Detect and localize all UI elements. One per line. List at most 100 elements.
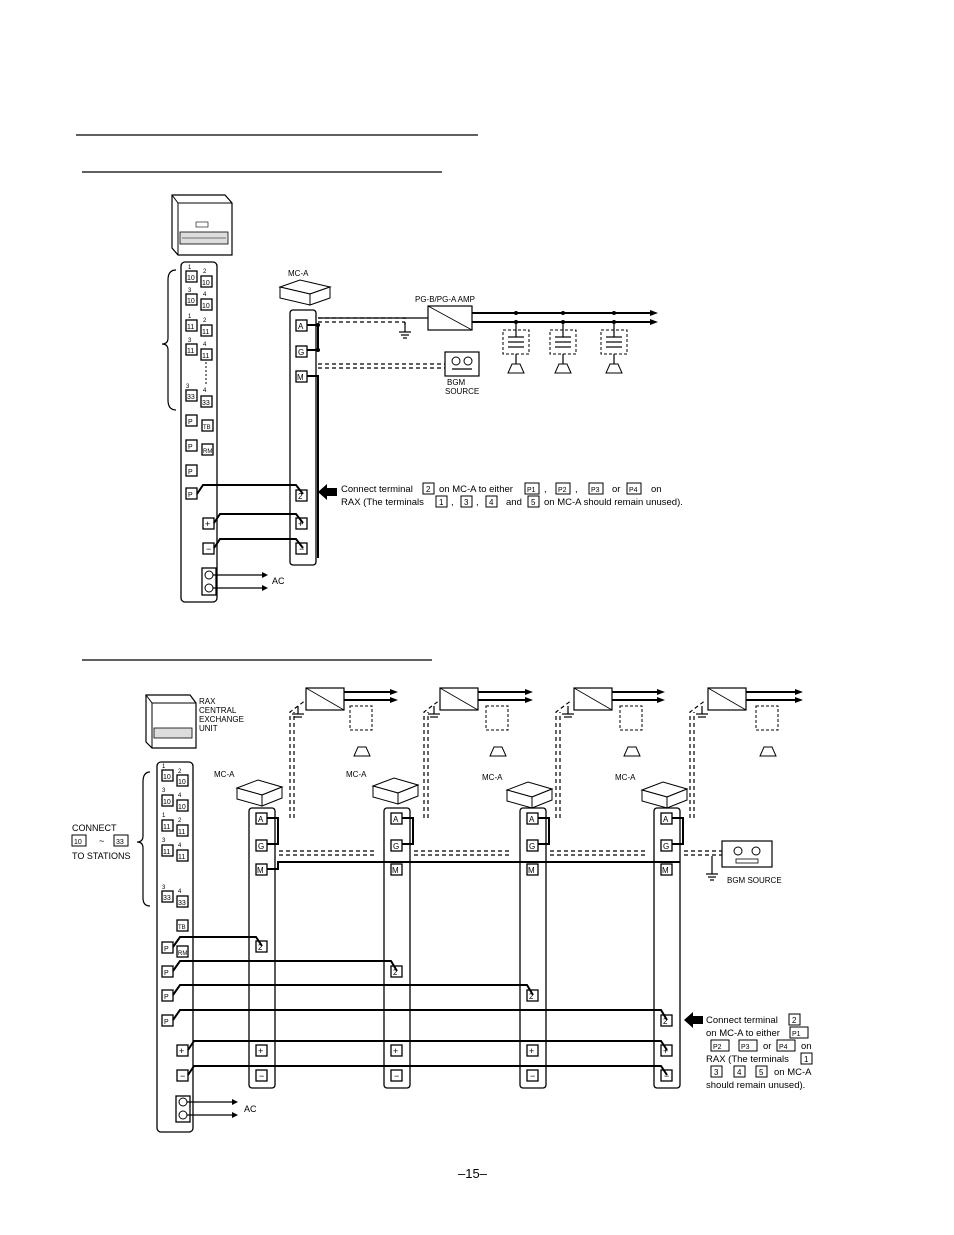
- svg-text:P1: P1: [792, 1031, 801, 1038]
- svg-text:on: on: [651, 484, 662, 495]
- svg-text:MC-A: MC-A: [615, 773, 636, 782]
- svg-text:TB: TB: [203, 425, 211, 431]
- svg-text:A: A: [298, 322, 304, 331]
- connect-from: 10: [74, 839, 82, 846]
- terminal-tb: [201, 419, 214, 432]
- ac-terminal-1: [204, 570, 214, 580]
- rax-terminal-panel-2: [156, 761, 194, 1133]
- note-2: Connect terminal 2 on MC-A to either P1 …: [706, 1013, 813, 1091]
- rax-unit-illustration: [171, 194, 233, 256]
- svg-text:−: −: [664, 1071, 669, 1081]
- rax-label-line-1: RAX: [199, 697, 216, 706]
- svg-text:P: P: [164, 1019, 169, 1026]
- svg-text:33: 33: [163, 895, 171, 902]
- svg-text:should remain unused).: should remain unused).: [706, 1080, 805, 1091]
- svg-text:A: A: [663, 815, 669, 824]
- rax-station-terminals: 110 210 310 410 111 211 311 411 333 433: [185, 265, 213, 408]
- svg-text:+: +: [179, 1046, 184, 1056]
- ac-label-2: AC: [244, 1104, 257, 1114]
- svg-text:33: 33: [178, 900, 186, 907]
- svg-text:−: −: [299, 544, 304, 554]
- svg-text:G: G: [393, 842, 399, 851]
- svg-text:A: A: [529, 815, 535, 824]
- svg-text:5: 5: [531, 498, 536, 507]
- mc-a-column-1: MC-A A G M 2 + −: [214, 699, 375, 1089]
- svg-text:M: M: [297, 373, 304, 382]
- svg-text:1: 1: [188, 265, 192, 271]
- svg-text:P: P: [188, 492, 193, 499]
- amp-row: [292, 687, 803, 757]
- svg-text:M: M: [662, 866, 669, 875]
- svg-text:Connect terminal: Connect terminal: [706, 1015, 778, 1026]
- wire-p4: [172, 1009, 668, 1021]
- svg-text:2: 2: [529, 992, 534, 1001]
- rax-label-line-4: UNIT: [199, 724, 218, 733]
- svg-text:A: A: [393, 815, 399, 824]
- note-1: Connect terminal 2 on MC-A to either P1 …: [341, 482, 683, 508]
- svg-text:3: 3: [162, 885, 166, 891]
- svg-text:3: 3: [464, 498, 469, 507]
- diagram-1: 110 210 310 410 111 211 311 411 333 433 …: [161, 194, 683, 603]
- svg-text:10: 10: [187, 275, 195, 282]
- svg-text:4: 4: [203, 292, 207, 298]
- terminal-p3-2: [161, 989, 174, 1002]
- mc-terminal-minus: [295, 542, 308, 555]
- svg-text:11: 11: [163, 824, 170, 831]
- mc-terminal-g: [295, 345, 308, 358]
- svg-text:1: 1: [188, 314, 192, 320]
- svg-text:10: 10: [178, 779, 186, 786]
- mc-terminal-plus: [295, 517, 308, 530]
- note-arrow-2: [684, 1012, 703, 1028]
- svg-text:−: −: [206, 544, 211, 554]
- wire-minus: [213, 538, 304, 549]
- svg-text:,: ,: [476, 497, 479, 508]
- svg-text:11: 11: [187, 348, 194, 355]
- svg-text:on: on: [801, 1041, 812, 1052]
- ac-terminal-2: [204, 583, 214, 593]
- wire-plus-2: [187, 1040, 668, 1051]
- svg-text:P: P: [164, 994, 169, 1001]
- note-arrow-1: [318, 484, 337, 500]
- svg-text:RAX (The terminals: RAX (The terminals: [341, 497, 424, 508]
- svg-text:TB: TB: [178, 925, 186, 931]
- bgm-label-2: BGM SOURCE: [727, 876, 782, 885]
- svg-text:+: +: [529, 1046, 534, 1056]
- svg-text:+: +: [393, 1046, 398, 1056]
- speaker-3: [600, 311, 628, 374]
- mc-a-terminal-panel-1: [289, 309, 317, 566]
- svg-text:11: 11: [178, 854, 185, 861]
- svg-text:11: 11: [178, 829, 185, 836]
- svg-text:10: 10: [178, 804, 186, 811]
- terminal-p2-2: [161, 965, 174, 978]
- svg-text:33: 33: [187, 394, 195, 401]
- svg-text:−: −: [394, 1071, 399, 1081]
- svg-text:3: 3: [162, 838, 166, 844]
- mc-a-label-1: MC-A: [288, 269, 309, 278]
- svg-text:1: 1: [162, 764, 166, 770]
- svg-text:M: M: [257, 866, 264, 875]
- svg-text:on MC-A to either: on MC-A to either: [706, 1028, 780, 1039]
- svg-text:P2: P2: [558, 487, 567, 494]
- connect-label: CONNECT: [72, 823, 117, 833]
- wire-p2: [172, 960, 398, 972]
- svg-text:1: 1: [439, 498, 444, 507]
- svg-text:11: 11: [163, 849, 170, 856]
- bgm-source-1: [444, 351, 480, 377]
- wire-minus-2: [187, 1065, 668, 1076]
- svg-text:,: ,: [451, 497, 454, 508]
- terminal-rm: [201, 443, 214, 456]
- svg-text:4: 4: [178, 843, 182, 849]
- wire-p4-to-2: [196, 484, 304, 495]
- svg-text:P3: P3: [741, 1044, 750, 1051]
- svg-text:4: 4: [489, 498, 494, 507]
- svg-text:1: 1: [162, 813, 166, 819]
- svg-text:+: +: [258, 1046, 263, 1056]
- svg-text:2: 2: [426, 485, 431, 494]
- svg-text:or: or: [612, 484, 620, 495]
- terminal-plus: [202, 517, 215, 530]
- svg-text:4: 4: [203, 342, 207, 348]
- svg-text:on MC-A should remain unused).: on MC-A should remain unused).: [544, 497, 683, 508]
- svg-text:5: 5: [759, 1068, 764, 1077]
- svg-text:2: 2: [203, 318, 207, 324]
- svg-text:11: 11: [202, 353, 209, 360]
